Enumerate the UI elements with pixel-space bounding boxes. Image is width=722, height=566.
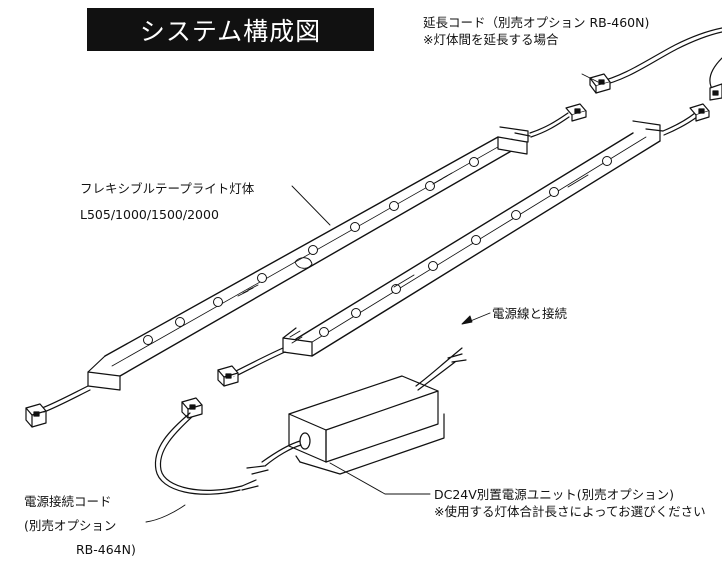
- diagram-title-text: システム構成図: [139, 16, 322, 46]
- power-unit-label-line2: ※使用する灯体合計長さによってお選びください: [434, 504, 706, 519]
- mains-arrowhead: [461, 315, 473, 325]
- leader-power-unit: [329, 462, 431, 495]
- diagram-title: システム構成図: [87, 8, 374, 51]
- strip-bottom-start-connector: [217, 365, 239, 387]
- leader-lines: [145, 73, 599, 523]
- mains-label: 電源線と接続: [492, 305, 567, 322]
- power-cord-label-line1: 電源接続コード: [24, 494, 112, 509]
- strip-top-start-connector: [25, 403, 47, 428]
- light-unit-label-line1: フレキシブルテープライト灯体: [80, 181, 255, 196]
- power-connection-cord: [154, 397, 259, 495]
- power-cord-label-line3: RB-464N): [76, 542, 136, 557]
- power-unit: [246, 347, 467, 475]
- leader-power-cord: [145, 504, 186, 523]
- extension-cord-label-line2: ※灯体間を延長する場合: [423, 32, 559, 47]
- light-unit-label: フレキシブルテープライト灯体 L505/1000/1500/2000: [80, 176, 254, 228]
- extension-cord: [589, 27, 722, 101]
- tape-light-strip-bottom: [217, 103, 710, 387]
- strip-top-end-connector: [565, 103, 587, 122]
- extension-cord-label-line1: 延長コード（別売オプション RB-460N): [423, 15, 650, 30]
- extension-cord-connector-right: [709, 83, 722, 101]
- power-cord-connector: [181, 397, 203, 419]
- power-cord-label: 電源接続コード (別売オプション RB-464N): [24, 490, 136, 562]
- extension-cord-label: 延長コード（別売オプション RB-460N) ※灯体間を延長する場合: [423, 14, 649, 48]
- power-unit-label-line1: DC24V別置電源ユニット(別売オプション): [434, 487, 675, 502]
- power-cord-label-line2: (別売オプション: [24, 518, 117, 533]
- strip-bottom-end-connector: [689, 103, 710, 122]
- tape-light-strip-top: [25, 103, 587, 428]
- extension-cord-connector-left: [589, 73, 611, 94]
- mains-label-line1: 電源線と接続: [492, 306, 568, 321]
- power-unit-label: DC24V別置電源ユニット(別売オプション) ※使用する灯体合計長さによってお選…: [434, 486, 706, 520]
- leader-light-unit: [291, 185, 331, 226]
- leader-extension-cord: [581, 73, 599, 83]
- light-unit-label-line2: L505/1000/1500/2000: [80, 207, 219, 222]
